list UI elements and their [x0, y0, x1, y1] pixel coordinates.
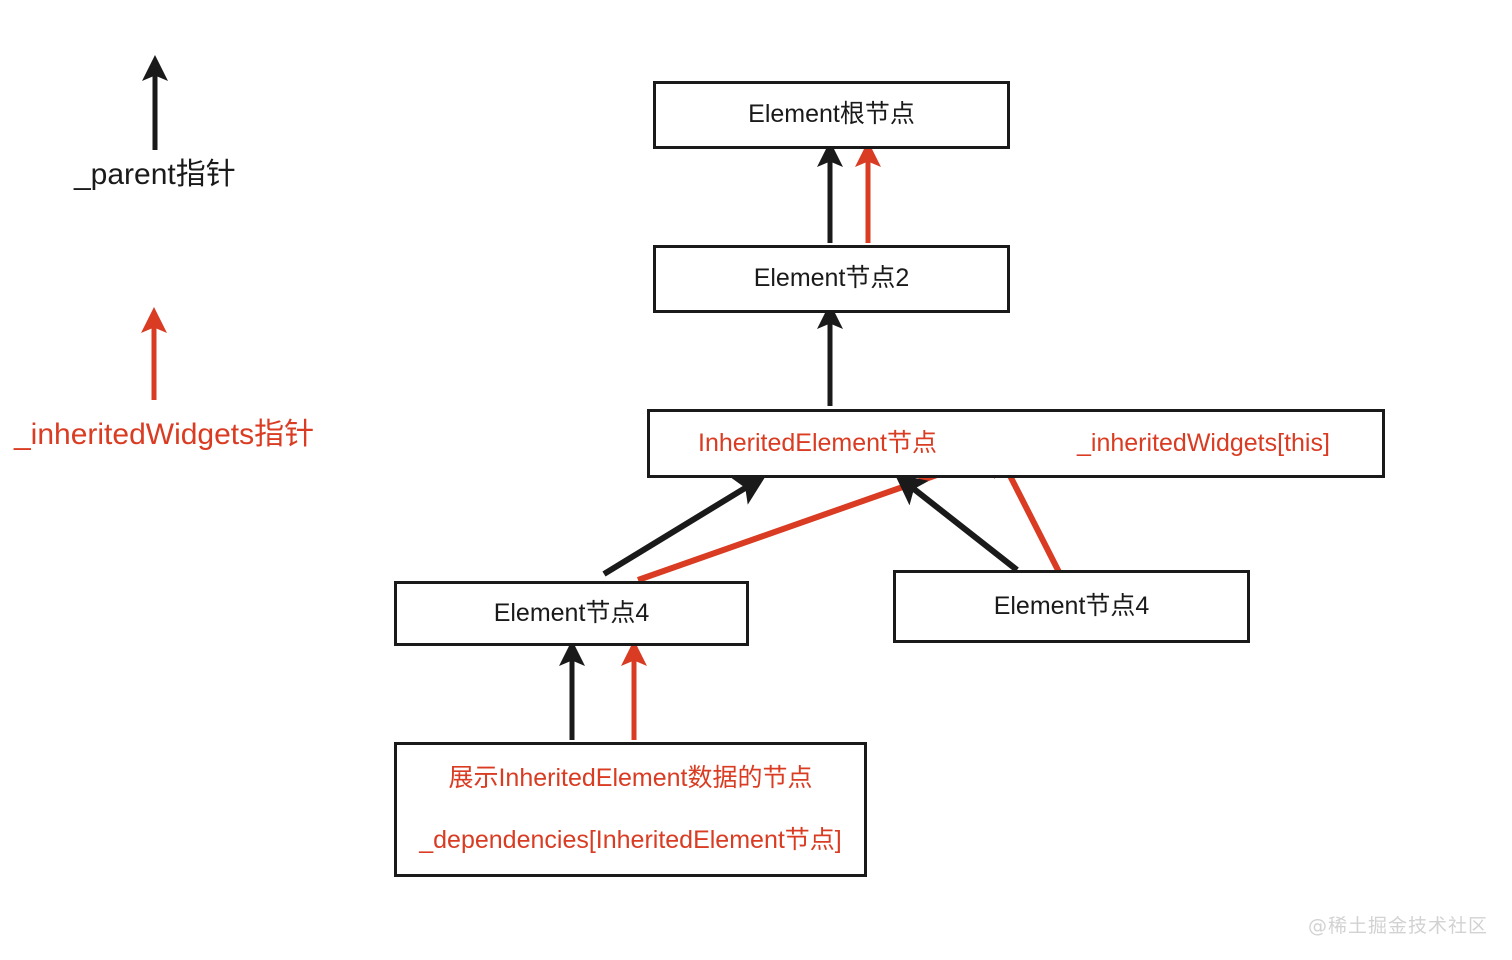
legend-label-parent-pointer: _parent指针 [74, 158, 236, 191]
node-element-2-label: Element节点2 [753, 264, 910, 293]
node-element-4-right[interactable]: Element节点4 [893, 570, 1250, 643]
node-element-4-right-label: Element节点4 [993, 591, 1150, 620]
node-element-root-label: Element根节点 [748, 100, 915, 129]
node-inherited-widgets-this-label: _inheritedWidgets[this] [1077, 428, 1330, 457]
node-element-2[interactable]: Element节点2 [653, 245, 1010, 313]
edge-right4-to-inherited-parent [894, 473, 1019, 573]
watermark: @稀土掘金技术社区 [1307, 915, 1488, 937]
node-element-4-left[interactable]: Element节点4 [394, 581, 749, 646]
node-dependency-label-line1: 展示InheritedElement数据的节点 [448, 764, 813, 793]
node-element-root[interactable]: Element根节点 [653, 81, 1010, 149]
legend-label-inherited-widgets-pointer: _inheritedWidgets指针 [14, 418, 315, 451]
node-element-4-left-label: Element节点4 [493, 598, 650, 627]
node-dependency[interactable]: 展示InheritedElement数据的节点 _dependencies[In… [394, 742, 867, 877]
node-inherited-element[interactable]: InheritedElement节点 _inheritedWidgets[thi… [647, 409, 1385, 478]
edge-left4-to-inherited-parent [602, 475, 767, 577]
node-dependency-label-line2: _dependencies[InheritedElement节点] [419, 825, 842, 854]
node-inherited-element-label: InheritedElement节点 [698, 428, 938, 457]
